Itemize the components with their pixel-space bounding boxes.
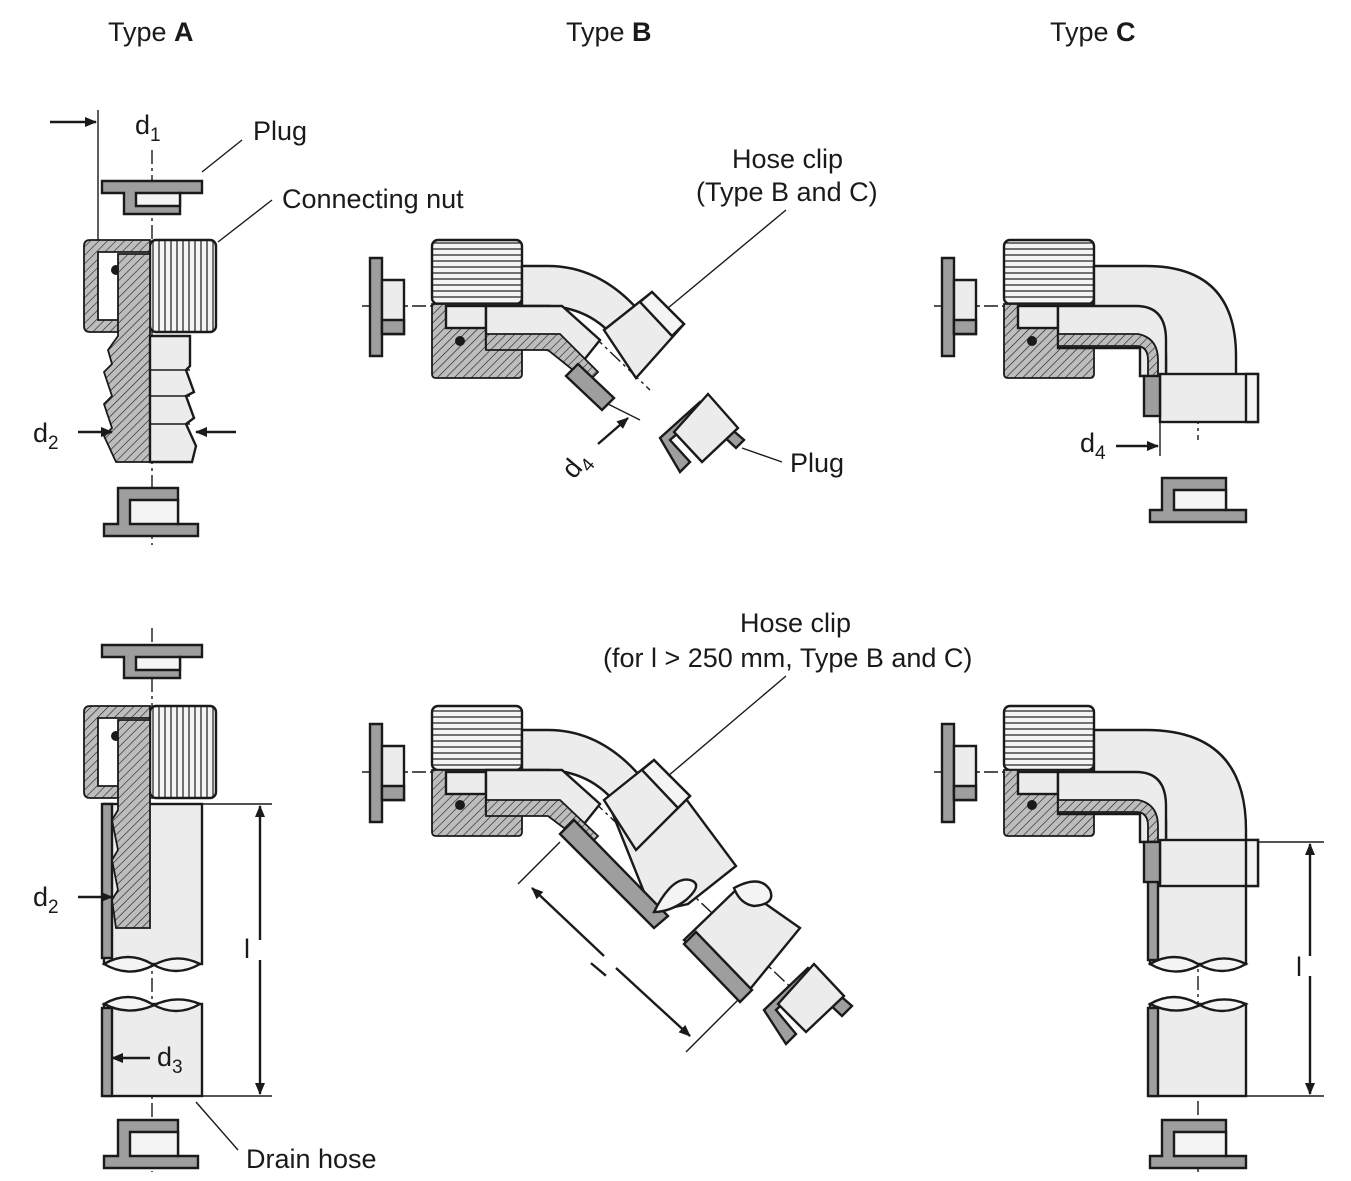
type-b-plug-2 [762,962,854,1046]
l-label-left: l [244,934,250,964]
hose-clip-note-2: (for l > 250 mm, Type B and C) [603,643,972,673]
type-b-wall-plug-2 [368,722,406,824]
d4-label-b: d4 [556,445,600,488]
type-c-hose-clip [1142,372,1260,426]
plug-label-b: Plug [790,448,844,478]
type-c-wall-plug [940,256,978,358]
hose-clip-label-1: Hose clip [732,144,843,174]
type-a-plug-bottom [102,486,200,538]
hose-clip-note-1: (Type B and C) [696,177,878,207]
connecting-nut-label: Connecting nut [282,184,464,214]
type-c-heading: Type C [1050,17,1136,47]
type-a-bottom-assembly: d2 d3 l Drain hose [33,628,377,1174]
type-c-top-assembly: d4 [934,238,1260,524]
type-b-hose-stub [564,362,616,412]
type-a-top-assembly: d1 Plug Connecting nut d2 [33,110,464,545]
type-a-plug-bottom-2 [102,1118,200,1170]
type-a-nozzle [102,253,198,464]
d3-label: d3 [157,1042,183,1078]
type-c-elbow [1056,264,1238,378]
hose-clip-label-2: Hose clip [740,608,851,638]
l-label-right: l [1296,952,1302,982]
type-b-nut-2 [430,704,524,837]
type-a-heading: Type A [108,17,194,47]
l-label-b: l [586,958,613,982]
type-a-plug-top [100,179,204,216]
type-b-elbow-2 [484,728,642,848]
drain-hose-label: Drain hose [246,1144,377,1174]
type-b-plug [658,392,746,474]
type-c-bottom-assembly: l [934,704,1324,1172]
d1-label: d1 [135,110,161,146]
type-b-wall-plug [368,256,406,358]
type-b-hose-lower-2 [682,880,802,1004]
type-b-heading: Type B [566,17,652,47]
type-c-hose-lower [1146,995,1249,1098]
type-b-top-assembly: d4 Plug Hose clip (Type B and C) [362,144,878,488]
type-b-hose-clip [602,290,686,380]
d2-label-bottom: d2 [33,882,59,918]
type-a-hose-lower [100,995,204,1098]
type-c-wall-plug-2 [940,722,978,824]
type-c-plug-2 [1148,1118,1248,1170]
type-b-elbow [484,264,642,384]
d4-label-c: d4 [1080,428,1106,464]
type-b-hose-clip-2 [602,758,692,852]
type-a-connecting-nut-2 [83,704,218,800]
type-b-bottom-assembly: l Hose clip (for l > 250 mm, Type B and … [362,608,972,1053]
type-a-hose-upper [100,719,204,973]
type-a-plug-top-2 [100,643,204,680]
type-c-plug [1148,476,1248,524]
plug-label-a: Plug [253,116,307,146]
d2-label-top: d2 [33,418,59,454]
type-c-hose-clip-2 [1142,838,1260,888]
